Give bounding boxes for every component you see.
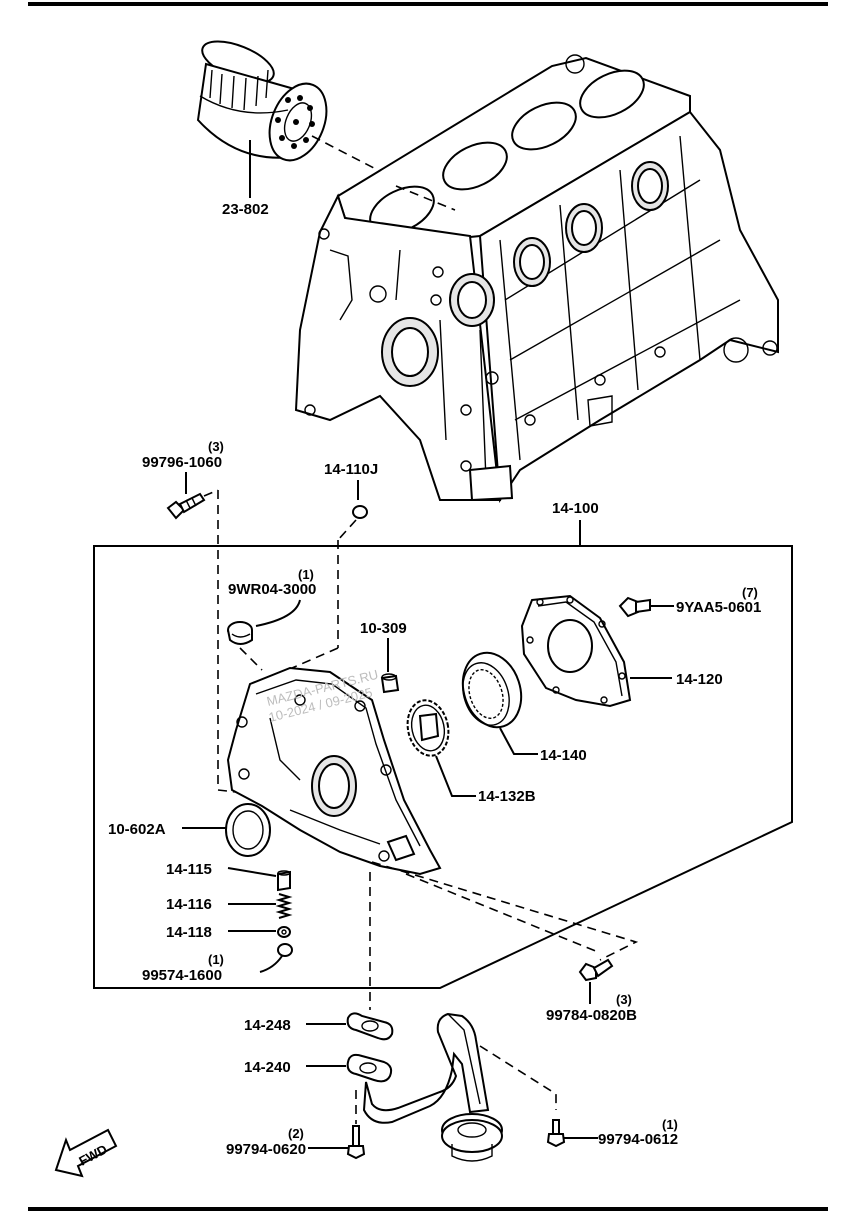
label-ring-99574: 99574-1600 bbox=[142, 967, 222, 984]
cover-14120-part[interactable] bbox=[520, 594, 632, 708]
dashed-guide-bolt-99784 bbox=[371, 861, 639, 961]
label-ring-qty: (1) bbox=[208, 952, 224, 967]
label-plug-qty: (1) bbox=[298, 567, 314, 582]
bolt-99794-0620-part[interactable] bbox=[346, 1125, 366, 1160]
label-spring-14116: 14-116 bbox=[166, 896, 212, 913]
label-cover-14120: 14-120 bbox=[676, 671, 723, 688]
label-plunger-14115: 14-115 bbox=[166, 861, 212, 878]
dashed-plug bbox=[239, 647, 263, 671]
label-bolt-99784: 99784-0820B bbox=[546, 1007, 637, 1024]
label-seal-10602a: 10-602A bbox=[108, 821, 166, 838]
label-seat-14118: 14-118 bbox=[166, 924, 212, 941]
leader-plug-9wr04 bbox=[255, 599, 301, 627]
dashed-guide-block bbox=[395, 185, 456, 211]
oil-filter-part[interactable] bbox=[196, 33, 337, 169]
label-oring-14110j: 14-110J bbox=[324, 461, 378, 478]
label-bolt-99796-qty: (3) bbox=[208, 439, 224, 454]
ring-99574-part[interactable] bbox=[277, 943, 293, 957]
dashed-oring-c bbox=[291, 647, 339, 669]
label-plug-9wr04: 9WR04-3000 bbox=[228, 581, 316, 598]
plug-9wr04-part[interactable] bbox=[227, 621, 253, 645]
label-bolt-99796: 99796-1060 bbox=[142, 454, 222, 471]
assembly-14100-box bbox=[93, 545, 793, 989]
leader-ring bbox=[259, 955, 283, 973]
fwd-arrow-icon: FWD bbox=[54, 1128, 118, 1178]
label-oil-filter: 23-802 bbox=[222, 201, 269, 218]
label-bolt-0620: 99794-0620 bbox=[226, 1141, 306, 1158]
label-bolt-0612: 99794-0612 bbox=[598, 1131, 678, 1148]
label-outer-rotor-14140: 14-140 bbox=[540, 747, 587, 764]
inner-rotor-14132b-part[interactable] bbox=[403, 696, 454, 759]
label-bolt-99784-qty: (3) bbox=[616, 992, 632, 1007]
label-gasket-14248: 14-248 bbox=[244, 1017, 291, 1034]
label-bolt-9yaa5-qty: (7) bbox=[742, 585, 758, 600]
leader-outer-rotor bbox=[499, 727, 538, 755]
engine-block-part bbox=[294, 54, 779, 503]
spring-14116-part[interactable] bbox=[275, 893, 293, 919]
bolt-99796-part[interactable] bbox=[166, 492, 206, 520]
outer-rotor-14140-part[interactable] bbox=[454, 645, 531, 735]
leader-inner-rotor bbox=[435, 755, 476, 797]
strainer-14240-part[interactable] bbox=[346, 1012, 503, 1162]
label-pin-10309: 10-309 bbox=[360, 620, 407, 637]
dashed-guide-strainer bbox=[479, 1045, 557, 1110]
bolt-99784-part[interactable] bbox=[578, 958, 614, 982]
bolt-99794-0612-part[interactable] bbox=[546, 1119, 566, 1148]
dashed-bolt-99796-a bbox=[203, 489, 219, 497]
label-bolt-0612-qty: (1) bbox=[662, 1117, 678, 1132]
label-inner-rotor-14132b: 14-132B bbox=[478, 788, 536, 805]
gasket-14248-part[interactable] bbox=[346, 1012, 394, 1041]
dashed-guide-body bbox=[405, 873, 599, 953]
label-bolt-0620-qty: (2) bbox=[288, 1126, 304, 1141]
label-strainer-14240: 14-240 bbox=[244, 1059, 291, 1076]
seal-10602a-part[interactable] bbox=[225, 803, 271, 857]
pin-10309-part[interactable] bbox=[380, 673, 400, 694]
dashed-oring-a bbox=[337, 519, 357, 541]
bolt-9yaa5-part[interactable] bbox=[618, 596, 651, 618]
oil-pump-body-part[interactable] bbox=[226, 666, 442, 876]
plunger-14115-part[interactable] bbox=[277, 870, 291, 892]
dashed-bolt-99796-c bbox=[217, 789, 237, 793]
label-assembly-14100: 14-100 bbox=[552, 500, 599, 517]
oring-14110j-part[interactable] bbox=[352, 505, 368, 519]
seat-14118-part[interactable] bbox=[277, 926, 291, 938]
leader-plunger bbox=[227, 867, 277, 877]
label-bolt-9yaa5: 9YAA5-0601 bbox=[676, 599, 761, 616]
